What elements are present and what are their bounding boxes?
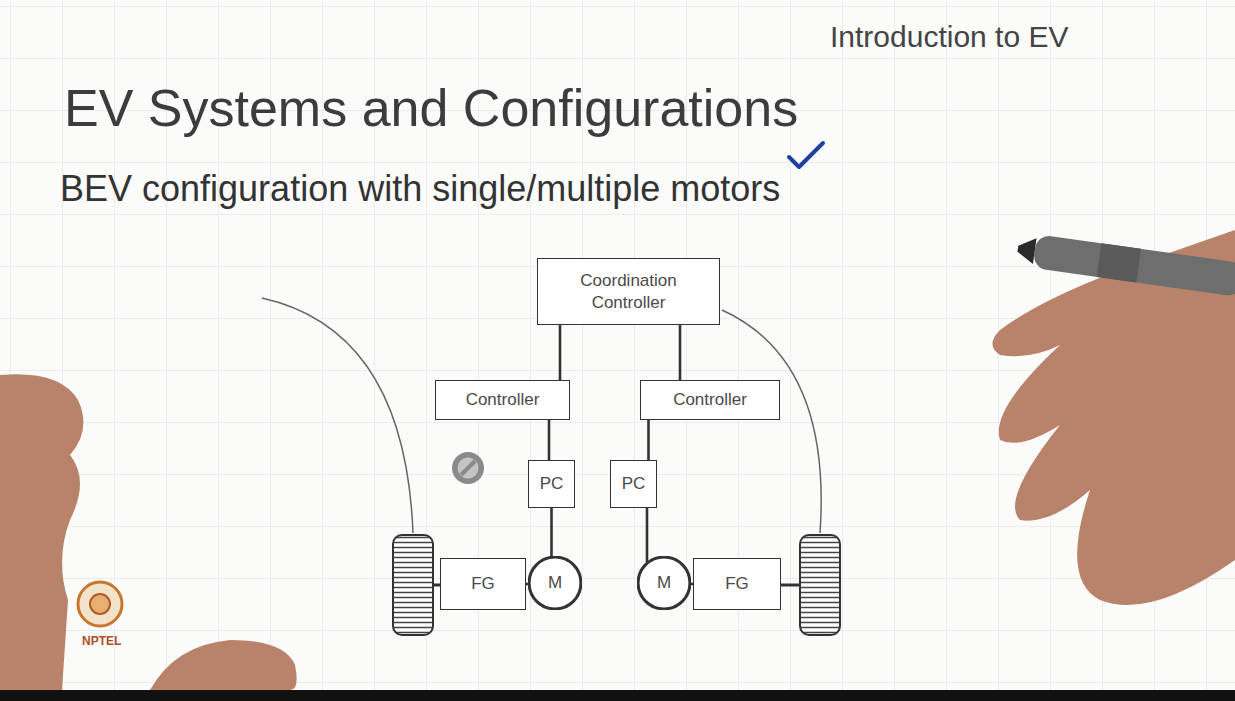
- motor-circle: M: [637, 556, 691, 610]
- converter-box: PC: [610, 460, 657, 508]
- connector-line: [647, 420, 650, 460]
- slide-title: EV Systems and Configurations: [64, 78, 798, 138]
- node-label: Controller: [673, 389, 747, 410]
- wheel: [393, 535, 433, 635]
- motor-circle: M: [528, 556, 582, 610]
- node-label: FG: [725, 573, 749, 594]
- node-label: FG: [471, 573, 495, 594]
- axle-stub: [781, 584, 800, 587]
- connector-line: [548, 420, 551, 460]
- hand: [0, 374, 83, 690]
- gear-box: FG: [440, 558, 526, 610]
- pen-body: [1032, 234, 1235, 297]
- prohibited-icon: [452, 452, 484, 484]
- node-label: Coordination Controller: [544, 270, 713, 313]
- wheel: [800, 535, 840, 635]
- connector-line: [679, 325, 682, 380]
- connector-line: [550, 508, 553, 556]
- prohibited-icon: [461, 461, 475, 475]
- gear-box: FG: [693, 558, 781, 610]
- logo-ring: [78, 582, 122, 626]
- coordination-box: Coordination Controller: [537, 258, 720, 325]
- logo-text: NPTEL: [82, 634, 121, 648]
- controller-box: Controller: [640, 380, 780, 420]
- marker-pen: [1016, 232, 1235, 297]
- hand-finger: [150, 640, 297, 690]
- check-mark: [789, 143, 823, 167]
- converter-box: PC: [528, 460, 575, 508]
- node-label: M: [548, 572, 562, 593]
- wheel-curve: [722, 310, 821, 533]
- controller-box: Controller: [435, 380, 570, 420]
- slide-subtitle: BEV configuration with single/multiple m…: [60, 168, 780, 210]
- node-label: Controller: [466, 389, 540, 410]
- pen-tip: [1016, 236, 1036, 264]
- wheel-curve: [262, 298, 413, 533]
- node-label: M: [657, 572, 671, 593]
- pen-band: [1097, 243, 1141, 282]
- prohibited-icon: [458, 458, 479, 479]
- node-label: PC: [540, 473, 564, 494]
- frame-bar: [0, 690, 1235, 701]
- node-label: PC: [622, 473, 646, 494]
- connector-line: [559, 325, 562, 380]
- logo-core: [90, 594, 110, 614]
- section-header: Introduction to EV: [830, 20, 1068, 54]
- connector-line: [646, 508, 649, 562]
